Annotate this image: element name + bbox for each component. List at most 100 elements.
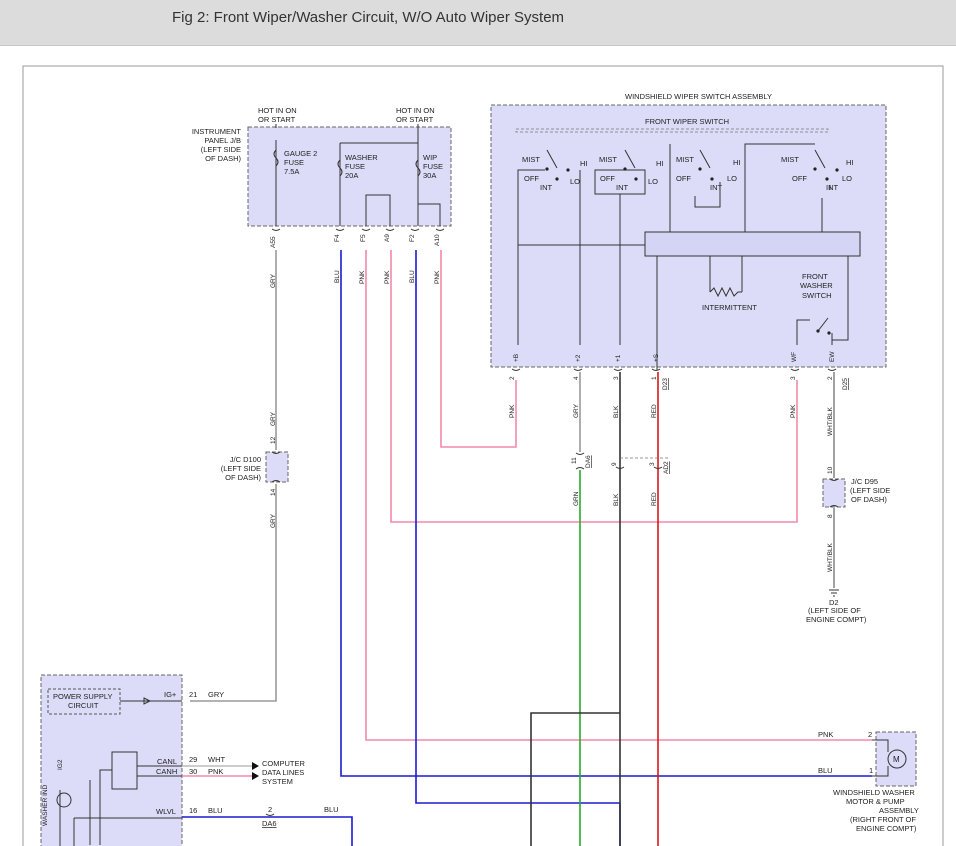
- front-wiper-switch-label: FRONT WIPER SWITCH: [645, 117, 729, 126]
- pin-a9: A9: [384, 234, 391, 242]
- svg-text:2: 2: [868, 730, 872, 739]
- svg-text:INT: INT: [710, 183, 723, 192]
- svg-text:PNK: PNK: [790, 404, 797, 418]
- fuse-washer-1: WASHER: [345, 153, 378, 162]
- svg-text:WHT/BLK: WHT/BLK: [827, 406, 834, 436]
- ipjb-label-3: (LEFT SIDE: [201, 145, 241, 154]
- wire-gry-a55: [190, 250, 277, 702]
- svg-text:OFF: OFF: [600, 174, 615, 183]
- jc-d95: 10 8 J/C D95 (LEFT SIDE OF DASH) WHT/BLK: [822, 466, 890, 572]
- intermittent-label: INTERMITTENT: [702, 303, 757, 312]
- svg-text:PNK: PNK: [509, 404, 516, 418]
- wiper-assembly-title: WINDSHIELD WIPER SWITCH ASSEMBLY: [625, 92, 772, 101]
- svg-text:8: 8: [827, 514, 834, 518]
- d100-label-3: OF DASH): [225, 473, 261, 482]
- svg-text:BLU: BLU: [818, 766, 833, 775]
- d100-wire-top: GRY: [270, 411, 277, 426]
- figure-caption: Fig 2: Front Wiper/Washer Circuit, W/O A…: [172, 9, 565, 26]
- fuse-gauge-3: 7.5A: [284, 167, 299, 176]
- svg-text:BLU: BLU: [324, 805, 339, 814]
- fuse-washer-2: FUSE: [345, 162, 365, 171]
- svg-text:D2: D2: [829, 598, 839, 607]
- svg-text:M: M: [893, 755, 900, 764]
- svg-text:4: 4: [573, 376, 580, 380]
- svg-text:GRY: GRY: [573, 403, 580, 418]
- wire-label-blu2: BLU: [409, 270, 416, 283]
- ground-d2: D2 (LEFT SIDE OF ENGINE COMPT): [806, 589, 867, 624]
- d100-wire-bottom: GRY: [270, 513, 277, 528]
- svg-text:CANH: CANH: [156, 767, 177, 776]
- wire-label-pnk1: PNK: [359, 270, 366, 284]
- svg-text:OFF: OFF: [524, 174, 539, 183]
- svg-text:AD2: AD2: [663, 461, 670, 474]
- ig2-label: IG2: [57, 759, 64, 770]
- svg-text:LO: LO: [727, 174, 737, 183]
- svg-text:3: 3: [613, 376, 620, 380]
- svg-text:DA6: DA6: [585, 455, 592, 468]
- svg-text:(LEFT SIDE: (LEFT SIDE: [850, 486, 890, 495]
- diagram-frame: [22, 65, 944, 846]
- svg-text:+S: +S: [653, 353, 660, 362]
- svg-text:+2: +2: [575, 354, 582, 362]
- svg-text:WF: WF: [791, 352, 798, 362]
- washer-switch-3: SWITCH: [802, 291, 832, 300]
- washer-motor-assembly: PNK BLU 2 1 M WINDSHIELD WASHER MOTOR & …: [818, 730, 919, 833]
- pin-a55: A55: [270, 236, 277, 248]
- fuse-wip-3: 30A: [423, 171, 436, 180]
- wire-blu-wlvl: [182, 816, 353, 846]
- svg-text:MIST: MIST: [676, 155, 694, 164]
- svg-text:BLK: BLK: [613, 405, 620, 418]
- svg-text:(RIGHT FRONT OF: (RIGHT FRONT OF: [850, 815, 916, 824]
- instrument-panel-jb: INSTRUMENT PANEL J/B (LEFT SIDE OF DASH)…: [192, 106, 452, 248]
- hot-label-2a: HOT IN ON: [396, 106, 435, 115]
- svg-text:INT: INT: [826, 183, 839, 192]
- svg-text:BLU: BLU: [208, 806, 223, 815]
- svg-text:16: 16: [189, 806, 197, 815]
- pin-f4: F4: [334, 234, 341, 242]
- svg-text:GRY: GRY: [208, 690, 224, 699]
- ipjb-label-4: OF DASH): [205, 154, 241, 163]
- connector-d23: D23: [662, 378, 669, 390]
- svg-text:MIST: MIST: [781, 155, 799, 164]
- hot-label-1b: OR START: [258, 115, 296, 124]
- svg-text:OFF: OFF: [792, 174, 807, 183]
- svg-text:WLVL: WLVL: [156, 807, 176, 816]
- wire-pnk-a10: [440, 250, 517, 448]
- wire-label-gry: GRY: [270, 273, 277, 288]
- svg-text:+B: +B: [513, 354, 520, 362]
- pin-f5: F5: [360, 234, 367, 242]
- svg-text:29: 29: [189, 755, 197, 764]
- pin-a10: A10: [434, 234, 441, 246]
- fuse-wip-1: WIP: [423, 153, 437, 162]
- svg-text:HI: HI: [580, 159, 588, 168]
- svg-text:2: 2: [268, 805, 272, 814]
- svg-text:LO: LO: [570, 177, 580, 186]
- wire-pnk-a9: [390, 250, 798, 523]
- arrow-canl: [252, 762, 259, 770]
- svg-text:MIST: MIST: [599, 155, 617, 164]
- fuse-gauge-2: FUSE: [284, 158, 304, 167]
- wire-label-grn: GRN: [573, 491, 580, 506]
- svg-text:ENGINE COMPT): ENGINE COMPT): [856, 824, 917, 833]
- wiper-switch-assembly: WINDSHIELD WIPER SWITCH ASSEMBLY FRONT W…: [490, 92, 887, 371]
- motor-symbol: [887, 749, 907, 769]
- switch-group-4: MIST OFF INT LO HI: [744, 143, 854, 232]
- svg-text:WHT/BLK: WHT/BLK: [827, 542, 834, 572]
- svg-text:DATA LINES: DATA LINES: [262, 768, 304, 777]
- washer-switch-1: FRONT: [802, 272, 828, 281]
- svg-text:2: 2: [827, 376, 834, 380]
- d100-label-2: (LEFT SIDE: [221, 464, 261, 473]
- svg-text:30: 30: [189, 767, 197, 776]
- svg-text:WHT: WHT: [208, 755, 225, 764]
- arrow-canh: [252, 772, 259, 780]
- svg-text:INT: INT: [540, 183, 553, 192]
- svg-text:EW: EW: [829, 351, 836, 362]
- svg-text:CANL: CANL: [157, 757, 177, 766]
- svg-text:IG+: IG+: [164, 690, 177, 699]
- wire-label-red: RED: [651, 492, 658, 506]
- ipjb-label-1: INSTRUMENT: [192, 127, 242, 136]
- caption-bar: Fig 2: Front Wiper/Washer Circuit, W/O A…: [0, 0, 956, 46]
- svg-text:HI: HI: [846, 158, 854, 167]
- svg-text:J/C D95: J/C D95: [851, 477, 878, 486]
- svg-text:PNK: PNK: [818, 730, 833, 739]
